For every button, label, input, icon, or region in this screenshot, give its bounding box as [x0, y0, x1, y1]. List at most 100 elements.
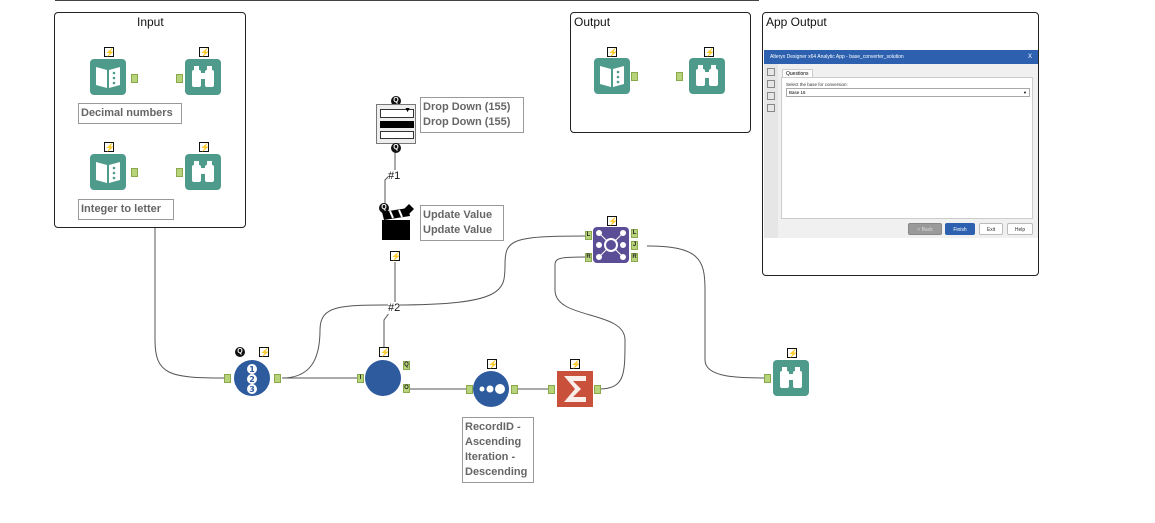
question-badge-icon: Q	[379, 203, 389, 213]
bolt-icon: ⚡	[487, 359, 498, 369]
dropdown-option-bar	[380, 131, 414, 139]
wire-summarize-to-join-right	[554, 256, 626, 390]
svg-text:2: 2	[249, 375, 255, 384]
join-output-join[interactable]: J	[631, 241, 638, 250]
output-anchor[interactable]	[274, 374, 281, 383]
chevron-down-icon: ▼	[1023, 90, 1027, 95]
container-app-output-title: App Output	[766, 15, 827, 29]
bolt-icon: ⚡	[104, 142, 115, 152]
binoculars-icon	[696, 65, 718, 86]
sort-tool[interactable]	[473, 371, 509, 407]
output-anchor[interactable]	[631, 72, 638, 81]
app-dialog: Alteryx Designer x64 Analytic App - base…	[764, 50, 1038, 238]
input-anchor-i[interactable]: I	[357, 374, 364, 383]
text-input-tool-output[interactable]	[594, 58, 630, 94]
dropdown-interface-tool[interactable]: ▼	[376, 104, 416, 144]
browse-tool-output[interactable]	[689, 58, 725, 94]
bolt-icon: ⚡	[379, 347, 390, 357]
label-sort: RecordID - Ascending Iteration - Descend…	[462, 417, 534, 483]
output-anchor[interactable]	[131, 168, 138, 177]
label-drop-down-line1: Drop Down (155)	[423, 101, 511, 113]
label-update-value-line2: Update Value	[423, 224, 493, 236]
numbered-list-icon: 123	[247, 364, 257, 394]
binoculars-icon	[192, 161, 214, 182]
bolt-icon: ⚡	[104, 47, 115, 57]
exit-button[interactable]: Exit	[979, 223, 1003, 235]
input-anchor[interactable]	[466, 385, 473, 394]
book-icon	[600, 66, 624, 87]
label-sort-line4: Descending	[465, 466, 528, 478]
app-dialog-select[interactable]: Base 16 ▼	[786, 88, 1030, 97]
app-dialog-question: Select the base for conversion:	[786, 82, 848, 87]
join-icon	[596, 230, 626, 260]
question-badge-icon: Q	[391, 96, 401, 106]
connection-label-1: #1	[388, 170, 401, 182]
text-input-tool-decimal[interactable]	[90, 59, 126, 95]
wire-join-to-browse	[646, 245, 768, 379]
back-button[interactable]: < Back	[908, 223, 942, 235]
book-icon	[96, 162, 120, 183]
action-tool[interactable]	[380, 204, 414, 244]
sigma-icon	[564, 376, 586, 402]
app-dialog-close-icon[interactable]: X	[1027, 54, 1032, 60]
label-sort-line2: Ascending	[465, 436, 522, 448]
join-tool[interactable]	[593, 227, 629, 263]
output-anchor[interactable]	[511, 385, 518, 394]
bolt-icon: ⚡	[607, 47, 618, 57]
input-anchor[interactable]	[764, 374, 771, 383]
bolt-icon: ⚡	[787, 348, 798, 358]
join-input-right[interactable]: R	[585, 253, 592, 262]
chevron-down-icon: ▼	[404, 107, 411, 114]
binoculars-icon	[780, 367, 802, 388]
join-input-left[interactable]: L	[585, 231, 592, 240]
help-button[interactable]: Help	[1007, 223, 1033, 235]
output-anchor[interactable]	[131, 74, 138, 83]
iterative-macro-tool[interactable]	[365, 360, 401, 396]
summarize-tool[interactable]	[557, 371, 593, 407]
sidebar-icon-1	[767, 68, 775, 76]
book-icon	[96, 67, 120, 88]
bolt-icon: ⚡	[259, 347, 270, 357]
label-drop-down-line2: Drop Down (155)	[423, 116, 511, 128]
input-anchor[interactable]	[176, 74, 183, 83]
bolt-icon: ⚡	[390, 251, 401, 261]
sidebar-icon-2	[767, 80, 775, 88]
label-decimal-numbers: Decimal numbers	[78, 103, 182, 124]
app-dialog-header: Alteryx Designer x64 Analytic App - base…	[764, 50, 1038, 64]
join-output-left[interactable]: L	[631, 229, 638, 238]
input-anchor[interactable]	[176, 168, 183, 177]
sort-dots-icon	[479, 384, 505, 394]
svg-text:1: 1	[249, 365, 255, 374]
bolt-icon: ⚡	[570, 359, 581, 369]
finish-button[interactable]: Finish	[945, 223, 975, 235]
output-anchor-q[interactable]: Q	[403, 361, 410, 370]
container-app-output[interactable]: App Output Alteryx Designer x64 Analytic…	[762, 12, 1039, 276]
bolt-icon: ⚡	[199, 142, 210, 152]
text-input-tool-integer[interactable]	[90, 154, 126, 190]
app-dialog-select-value: Base 16	[789, 90, 806, 95]
app-dialog-title: Alteryx Designer x64 Analytic App - base…	[770, 54, 904, 60]
app-dialog-sidebar	[764, 64, 778, 238]
label-update-value-line1: Update Value	[423, 209, 493, 221]
input-anchor[interactable]	[548, 385, 555, 394]
join-output-right[interactable]: R	[631, 253, 638, 262]
label-sort-line3: Iteration -	[465, 451, 516, 463]
input-anchor[interactable]	[224, 374, 231, 383]
output-anchor[interactable]	[594, 385, 601, 394]
output-anchor-o[interactable]: O	[403, 384, 410, 393]
browse-tool-final[interactable]	[773, 360, 809, 396]
sidebar-icon-3	[767, 92, 775, 100]
wire-gen-to-join-left	[281, 235, 586, 379]
label-update-value: Update Value Update Value	[420, 205, 504, 241]
svg-text:3: 3	[249, 385, 255, 394]
browse-tool-integer[interactable]	[185, 154, 221, 190]
browse-tool-decimal[interactable]	[185, 59, 221, 95]
dropdown-shape: ▼	[380, 107, 414, 118]
input-anchor[interactable]	[676, 72, 683, 81]
question-badge-icon: Q	[391, 143, 401, 153]
question-badge-icon: Q	[235, 347, 245, 357]
binoculars-icon	[192, 66, 214, 87]
app-dialog-tab[interactable]: Questions	[782, 69, 813, 78]
label-integer-to-letter: Integer to letter	[78, 199, 174, 220]
